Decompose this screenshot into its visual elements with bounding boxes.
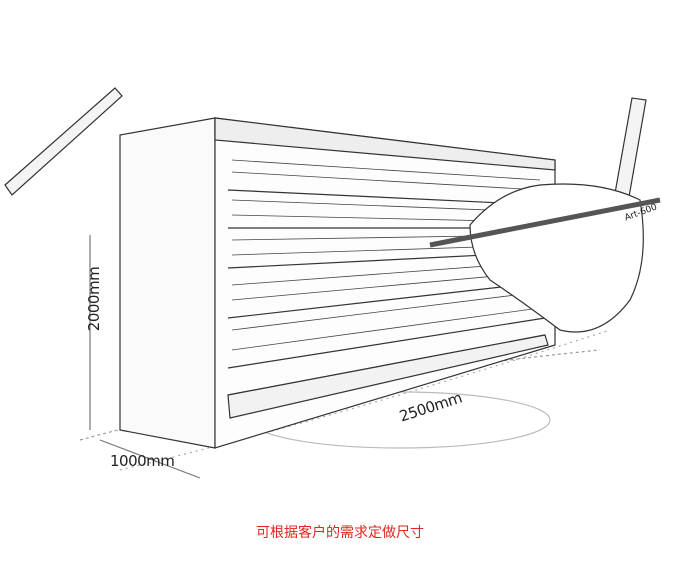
depth-dimension-label: 1000mm <box>110 452 175 470</box>
height-dimension-label: 2000mm <box>85 266 104 332</box>
caption: 可根据客户的需求定做尺寸 <box>256 525 424 541</box>
